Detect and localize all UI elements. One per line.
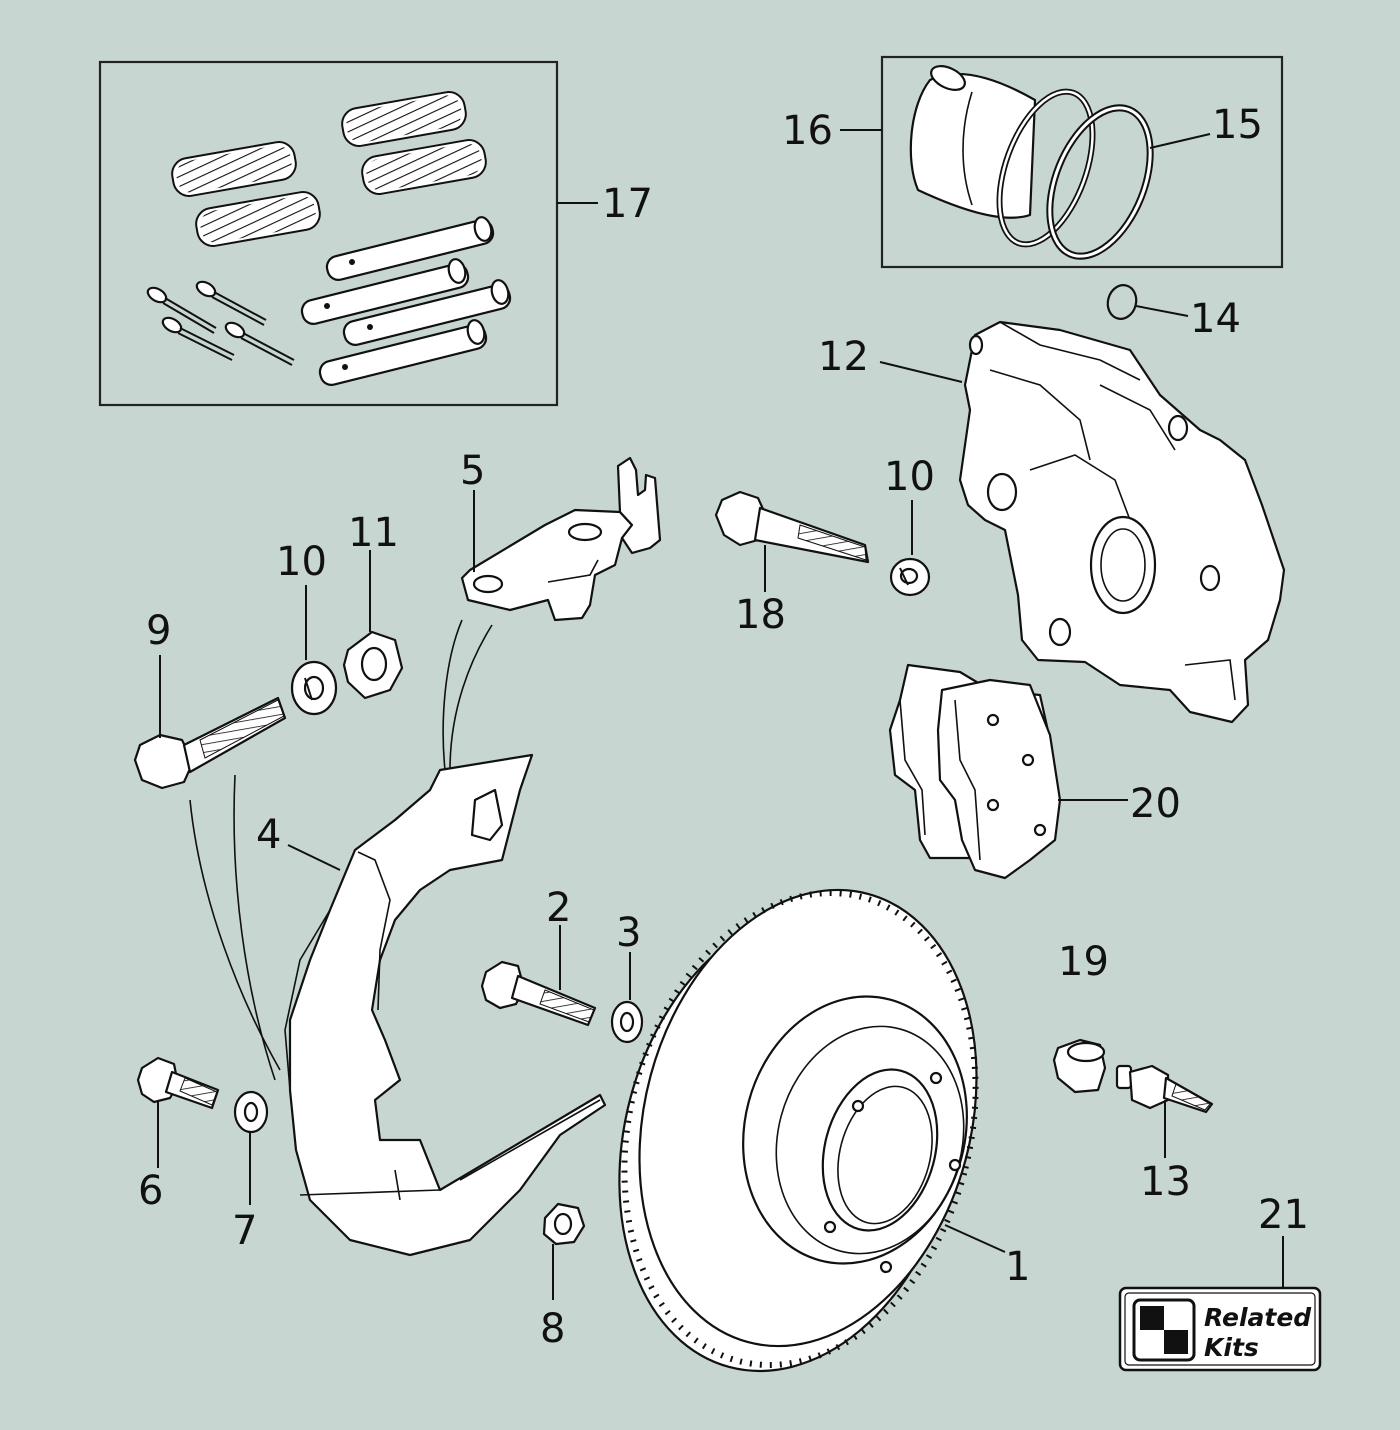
small-hex-bolt[interactable]	[136, 1056, 220, 1110]
callout-19: 19	[1058, 939, 1109, 985]
spring-3	[341, 91, 467, 147]
brake-caliper[interactable]	[958, 320, 1286, 724]
o-ring[interactable]	[1104, 282, 1140, 322]
callout-21: 21	[1258, 1192, 1309, 1238]
pad-fitting-kit-box[interactable]	[98, 60, 559, 407]
leader-14	[1135, 305, 1189, 317]
callout-18: 18	[735, 592, 786, 638]
dust-shield[interactable]	[284, 753, 607, 1257]
shield-bolt[interactable]	[133, 696, 287, 790]
spring-4	[361, 139, 487, 195]
piston-seal-kit-box[interactable]	[880, 55, 1284, 271]
leader-1	[944, 1224, 1006, 1253]
bolt-assembly-line-2	[233, 774, 276, 1081]
spring-2	[195, 191, 321, 247]
callout-16: 16	[782, 108, 833, 154]
brake-disc[interactable]	[570, 852, 1027, 1410]
callout-8: 8	[540, 1306, 565, 1352]
bleed-screw-cap[interactable]	[1052, 1038, 1107, 1094]
callout-5: 5	[460, 448, 485, 494]
checkered-flag-icon	[1132, 1298, 1196, 1362]
callout-3: 3	[616, 910, 641, 956]
split-pin-2	[195, 280, 267, 326]
bracket-assembly-line-2	[449, 624, 493, 771]
lock-washer-small[interactable]	[233, 1090, 269, 1134]
leader-12	[879, 361, 963, 383]
piston-seal-ring	[996, 88, 1096, 248]
callout-11: 11	[348, 510, 399, 556]
callout-17: 17	[602, 181, 653, 227]
callout-13: 13	[1140, 1159, 1191, 1205]
hex-nut-upper[interactable]	[342, 630, 404, 700]
split-pin-4	[224, 321, 295, 366]
callout-14: 14	[1190, 296, 1241, 342]
split-pin-1	[146, 286, 217, 334]
bleed-screw[interactable]	[1115, 1064, 1214, 1114]
caliper-mounting-bolt[interactable]	[714, 490, 870, 564]
retaining-pin-4	[318, 319, 488, 386]
leader-4	[287, 844, 341, 871]
spring-washer-lower[interactable]	[290, 660, 338, 716]
callout-9: 9	[146, 608, 171, 654]
callout-4: 4	[256, 812, 281, 858]
bracket-assembly-line-1	[442, 619, 463, 771]
spring-1	[171, 141, 297, 197]
related-kits-button[interactable]: Related Kits	[1118, 1286, 1322, 1372]
callout-12: 12	[818, 334, 869, 380]
hex-nut-lower[interactable]	[542, 1202, 586, 1246]
split-pin-3	[161, 316, 235, 361]
callout-20: 20	[1130, 781, 1181, 827]
bolt-assembly-line-1	[189, 799, 281, 1071]
retaining-pin-2	[300, 258, 470, 325]
brake-pads[interactable]	[888, 663, 1062, 880]
retaining-pin-1	[325, 216, 495, 281]
leader-15	[1149, 133, 1211, 149]
shield-retaining-bolt[interactable]	[480, 960, 597, 1027]
callout-15: 15	[1212, 102, 1263, 148]
lock-washer-mid[interactable]	[610, 1000, 644, 1044]
callout-2: 2	[546, 885, 571, 931]
related-kits-label-line2: Kits	[1204, 1333, 1259, 1362]
callout-7: 7	[232, 1208, 257, 1254]
callout-10a: 10	[276, 539, 327, 585]
related-kits-label-line1: Related	[1204, 1303, 1312, 1332]
retaining-pin-3	[342, 279, 512, 346]
dust-seal-ring	[1046, 104, 1154, 260]
callout-6: 6	[138, 1168, 163, 1214]
callout-10b: 10	[884, 454, 935, 500]
callout-1: 1	[1005, 1244, 1030, 1290]
mounting-bracket[interactable]	[460, 456, 662, 622]
spring-washer-upper[interactable]	[889, 557, 931, 597]
